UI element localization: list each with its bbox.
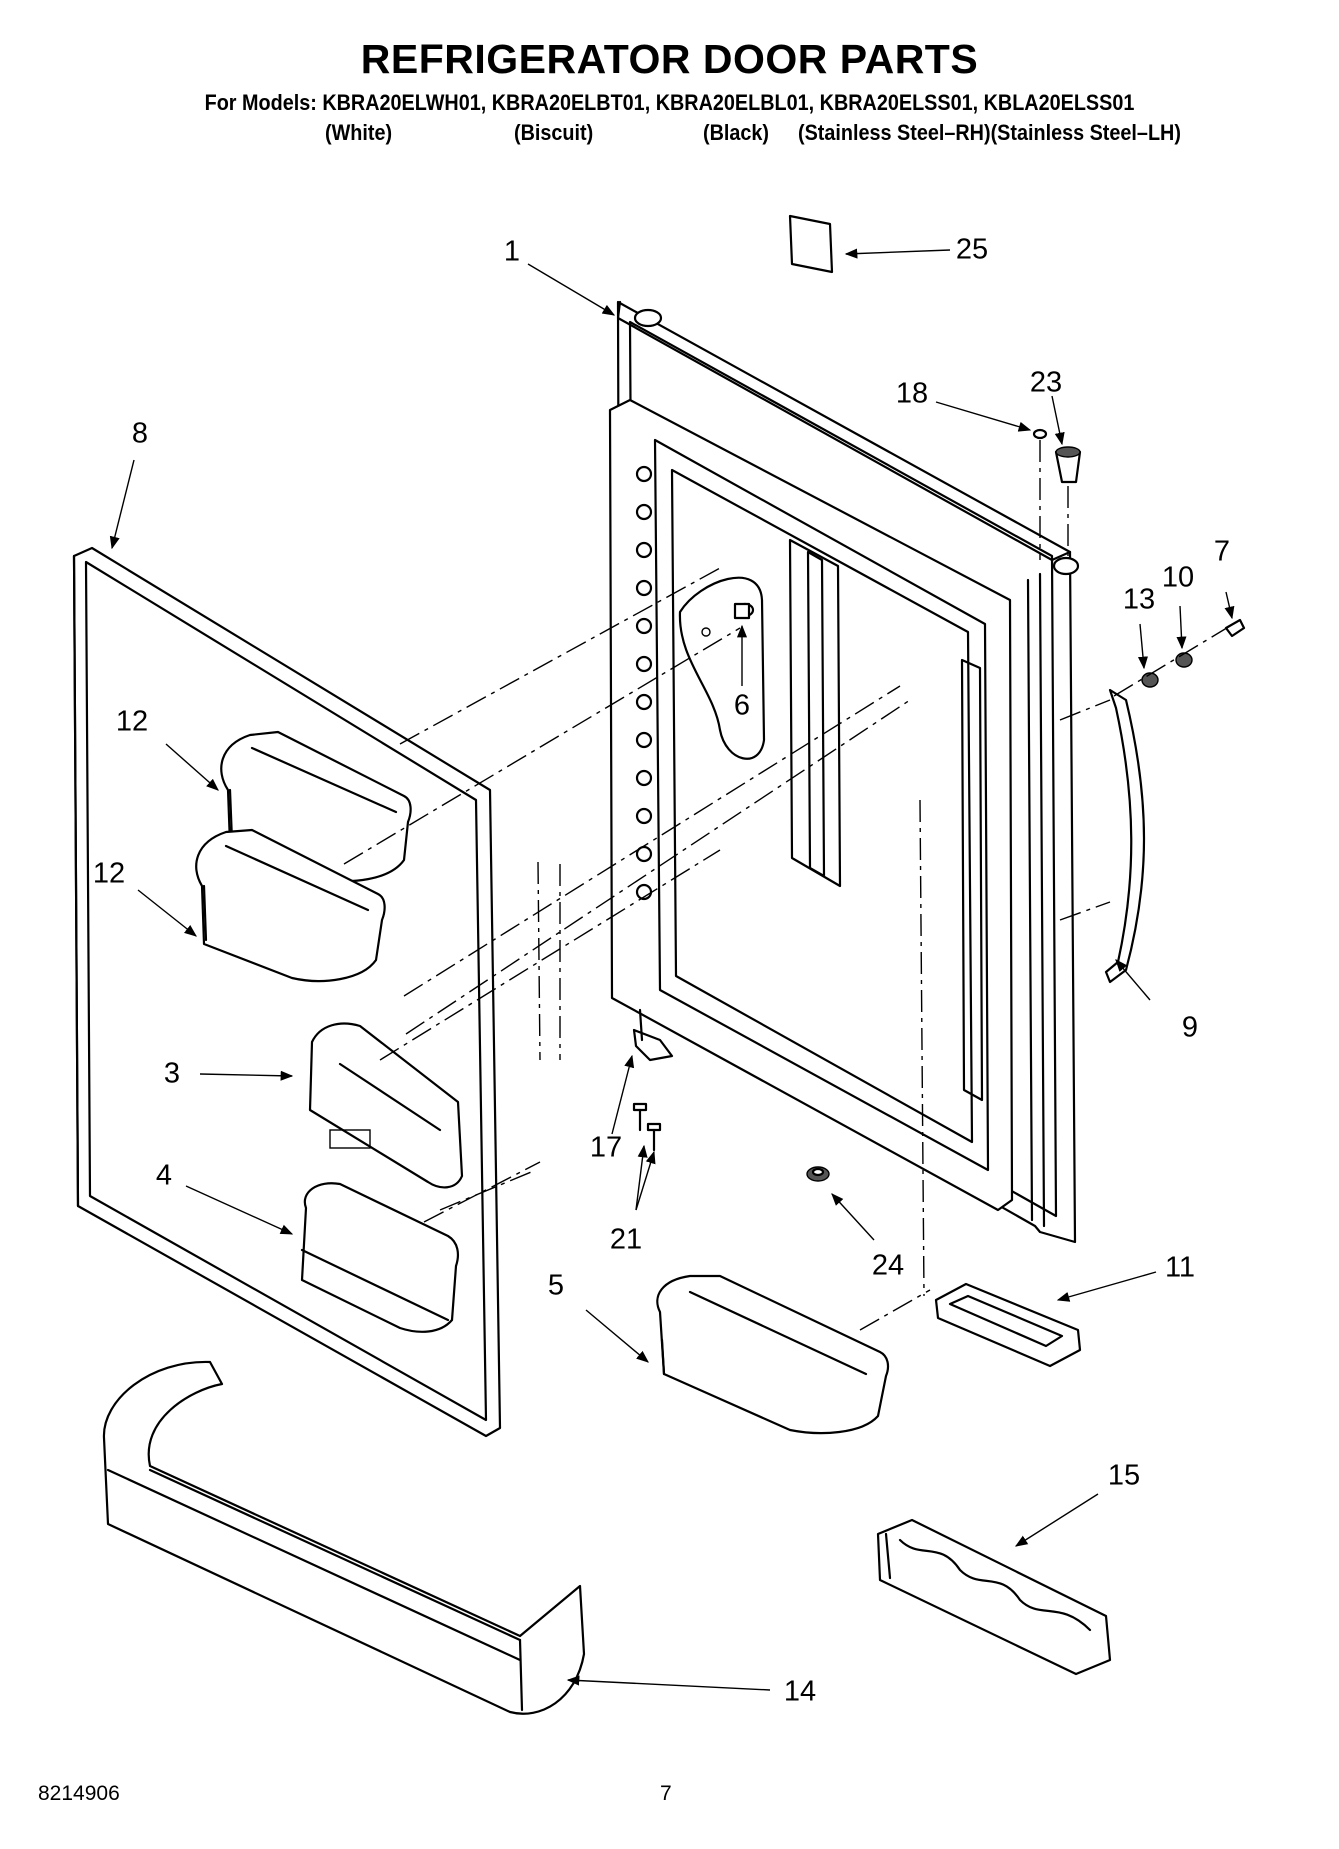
- callout-14: 14: [783, 1675, 817, 1708]
- callout-11: 11: [1164, 1251, 1196, 1284]
- callout-7: 7: [1213, 535, 1231, 568]
- part-13-washer: [1141, 672, 1159, 688]
- part-9-handle: [1059, 688, 1146, 984]
- callout-15: 15: [1107, 1459, 1141, 1492]
- part-14-bottom-bin: [102, 1360, 586, 1715]
- callout-10: 10: [1161, 561, 1195, 594]
- part-10-nut: [1175, 652, 1193, 668]
- callout-17: 17: [589, 1131, 623, 1164]
- part-7-screw: [1224, 618, 1246, 638]
- callout-9: 9: [1181, 1011, 1199, 1044]
- part-17-hinge: [632, 1008, 674, 1062]
- color-label-biscuit: (Biscuit): [514, 120, 594, 145]
- assembly-lines: [343, 567, 931, 1331]
- part-18-screw: [1032, 428, 1048, 560]
- callout-8: 8: [131, 417, 149, 450]
- leader-arrows: [109, 248, 1235, 1691]
- part-5-door-bin: [656, 1274, 890, 1435]
- callout-24: 24: [871, 1249, 905, 1282]
- part-21-screws: [632, 1102, 662, 1152]
- part-4-door-bin: [300, 1182, 459, 1333]
- part-15-egg-tray: [876, 1518, 1112, 1676]
- color-label-white: (White): [325, 120, 393, 145]
- part-6-door-stop: [678, 576, 766, 760]
- callout-3: 3: [163, 1057, 181, 1090]
- callout-18: 18: [895, 377, 929, 410]
- document-number: 8214906: [38, 1782, 120, 1805]
- callout-21: 21: [609, 1223, 643, 1256]
- part-11-tray: [934, 1282, 1082, 1368]
- callout-25: 25: [955, 233, 989, 266]
- callout-12-upper: 12: [115, 705, 149, 738]
- part-25-label: [788, 214, 834, 274]
- page-number: 7: [660, 1782, 672, 1805]
- color-label-stainless: (Stainless Steel–RH)(Stainless Steel–LH): [798, 120, 1181, 145]
- part-24-bumper: [806, 1166, 830, 1182]
- color-label-black: (Black): [703, 120, 770, 145]
- shelf-support-studs: [635, 465, 653, 901]
- callout-6: 6: [733, 689, 751, 722]
- callout-23: 23: [1029, 366, 1063, 399]
- callout-5: 5: [547, 1269, 565, 1302]
- callout-4: 4: [155, 1159, 173, 1192]
- door-liner: [608, 398, 1014, 1212]
- models-line: For Models: KBRA20ELWH01, KBRA20ELBT01, …: [204, 90, 1135, 115]
- page-title: REFRIGERATOR DOOR PARTS: [360, 36, 979, 82]
- callout-1: 1: [503, 235, 521, 268]
- callout-12-lower: 12: [92, 857, 126, 890]
- part-23-bushing: [1054, 446, 1082, 560]
- part-3-dairy-compartment: [308, 1022, 464, 1189]
- callout-13: 13: [1122, 583, 1156, 616]
- part-12-bin-lower: [195, 828, 386, 983]
